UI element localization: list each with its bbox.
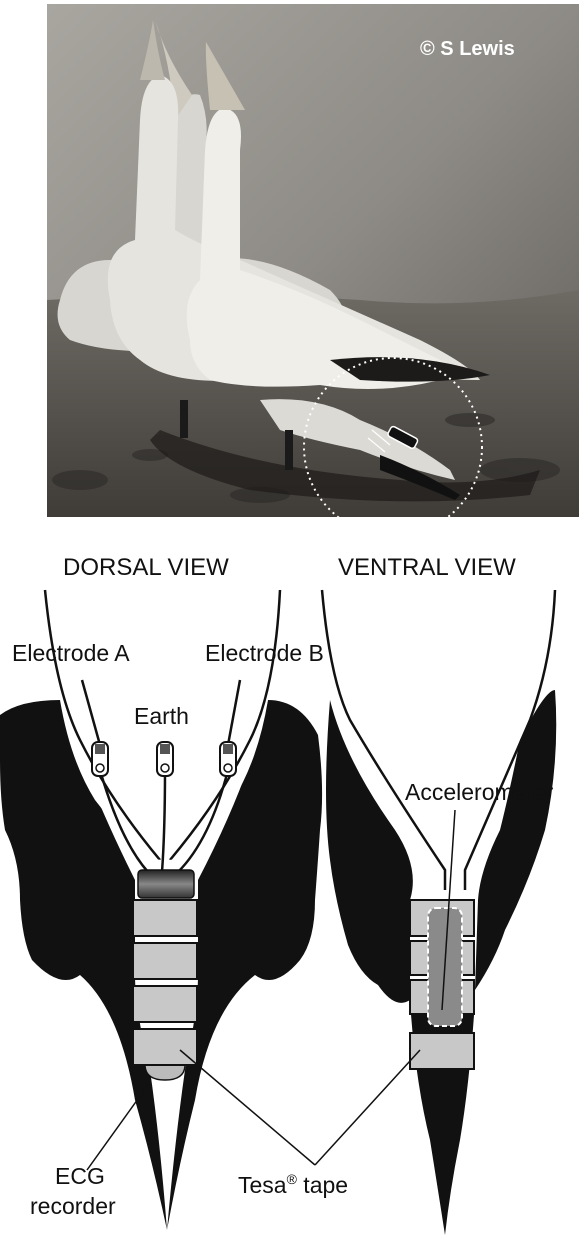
ventral-view-title: VENTRAL VIEW (338, 554, 516, 581)
dorsal-view-title: DORSAL VIEW (63, 554, 229, 581)
tesa-word: Tesa (238, 1172, 287, 1198)
electrode-a-clip (92, 742, 108, 776)
label-ecg-line1: ECG (55, 1163, 105, 1189)
dorsal-tesa-tape (133, 900, 197, 1065)
tesa-suffix: tape (297, 1172, 348, 1198)
photo-credit: © S Lewis (420, 38, 515, 60)
label-electrode-b: Electrode B (205, 640, 324, 666)
label-electrode-a: Electrode A (12, 640, 130, 666)
label-earth: Earth (134, 703, 189, 729)
gannet-photo: © S Lewis (47, 4, 579, 536)
label-tesa-tape: Tesa® tape (238, 1171, 348, 1198)
electrode-b-clip (220, 742, 236, 776)
ecg-recorder-body (138, 870, 194, 898)
label-accelerometer: Accelerometer (405, 779, 554, 805)
label-ecg-line2: recorder (30, 1193, 116, 1219)
earth-clip (157, 742, 173, 776)
